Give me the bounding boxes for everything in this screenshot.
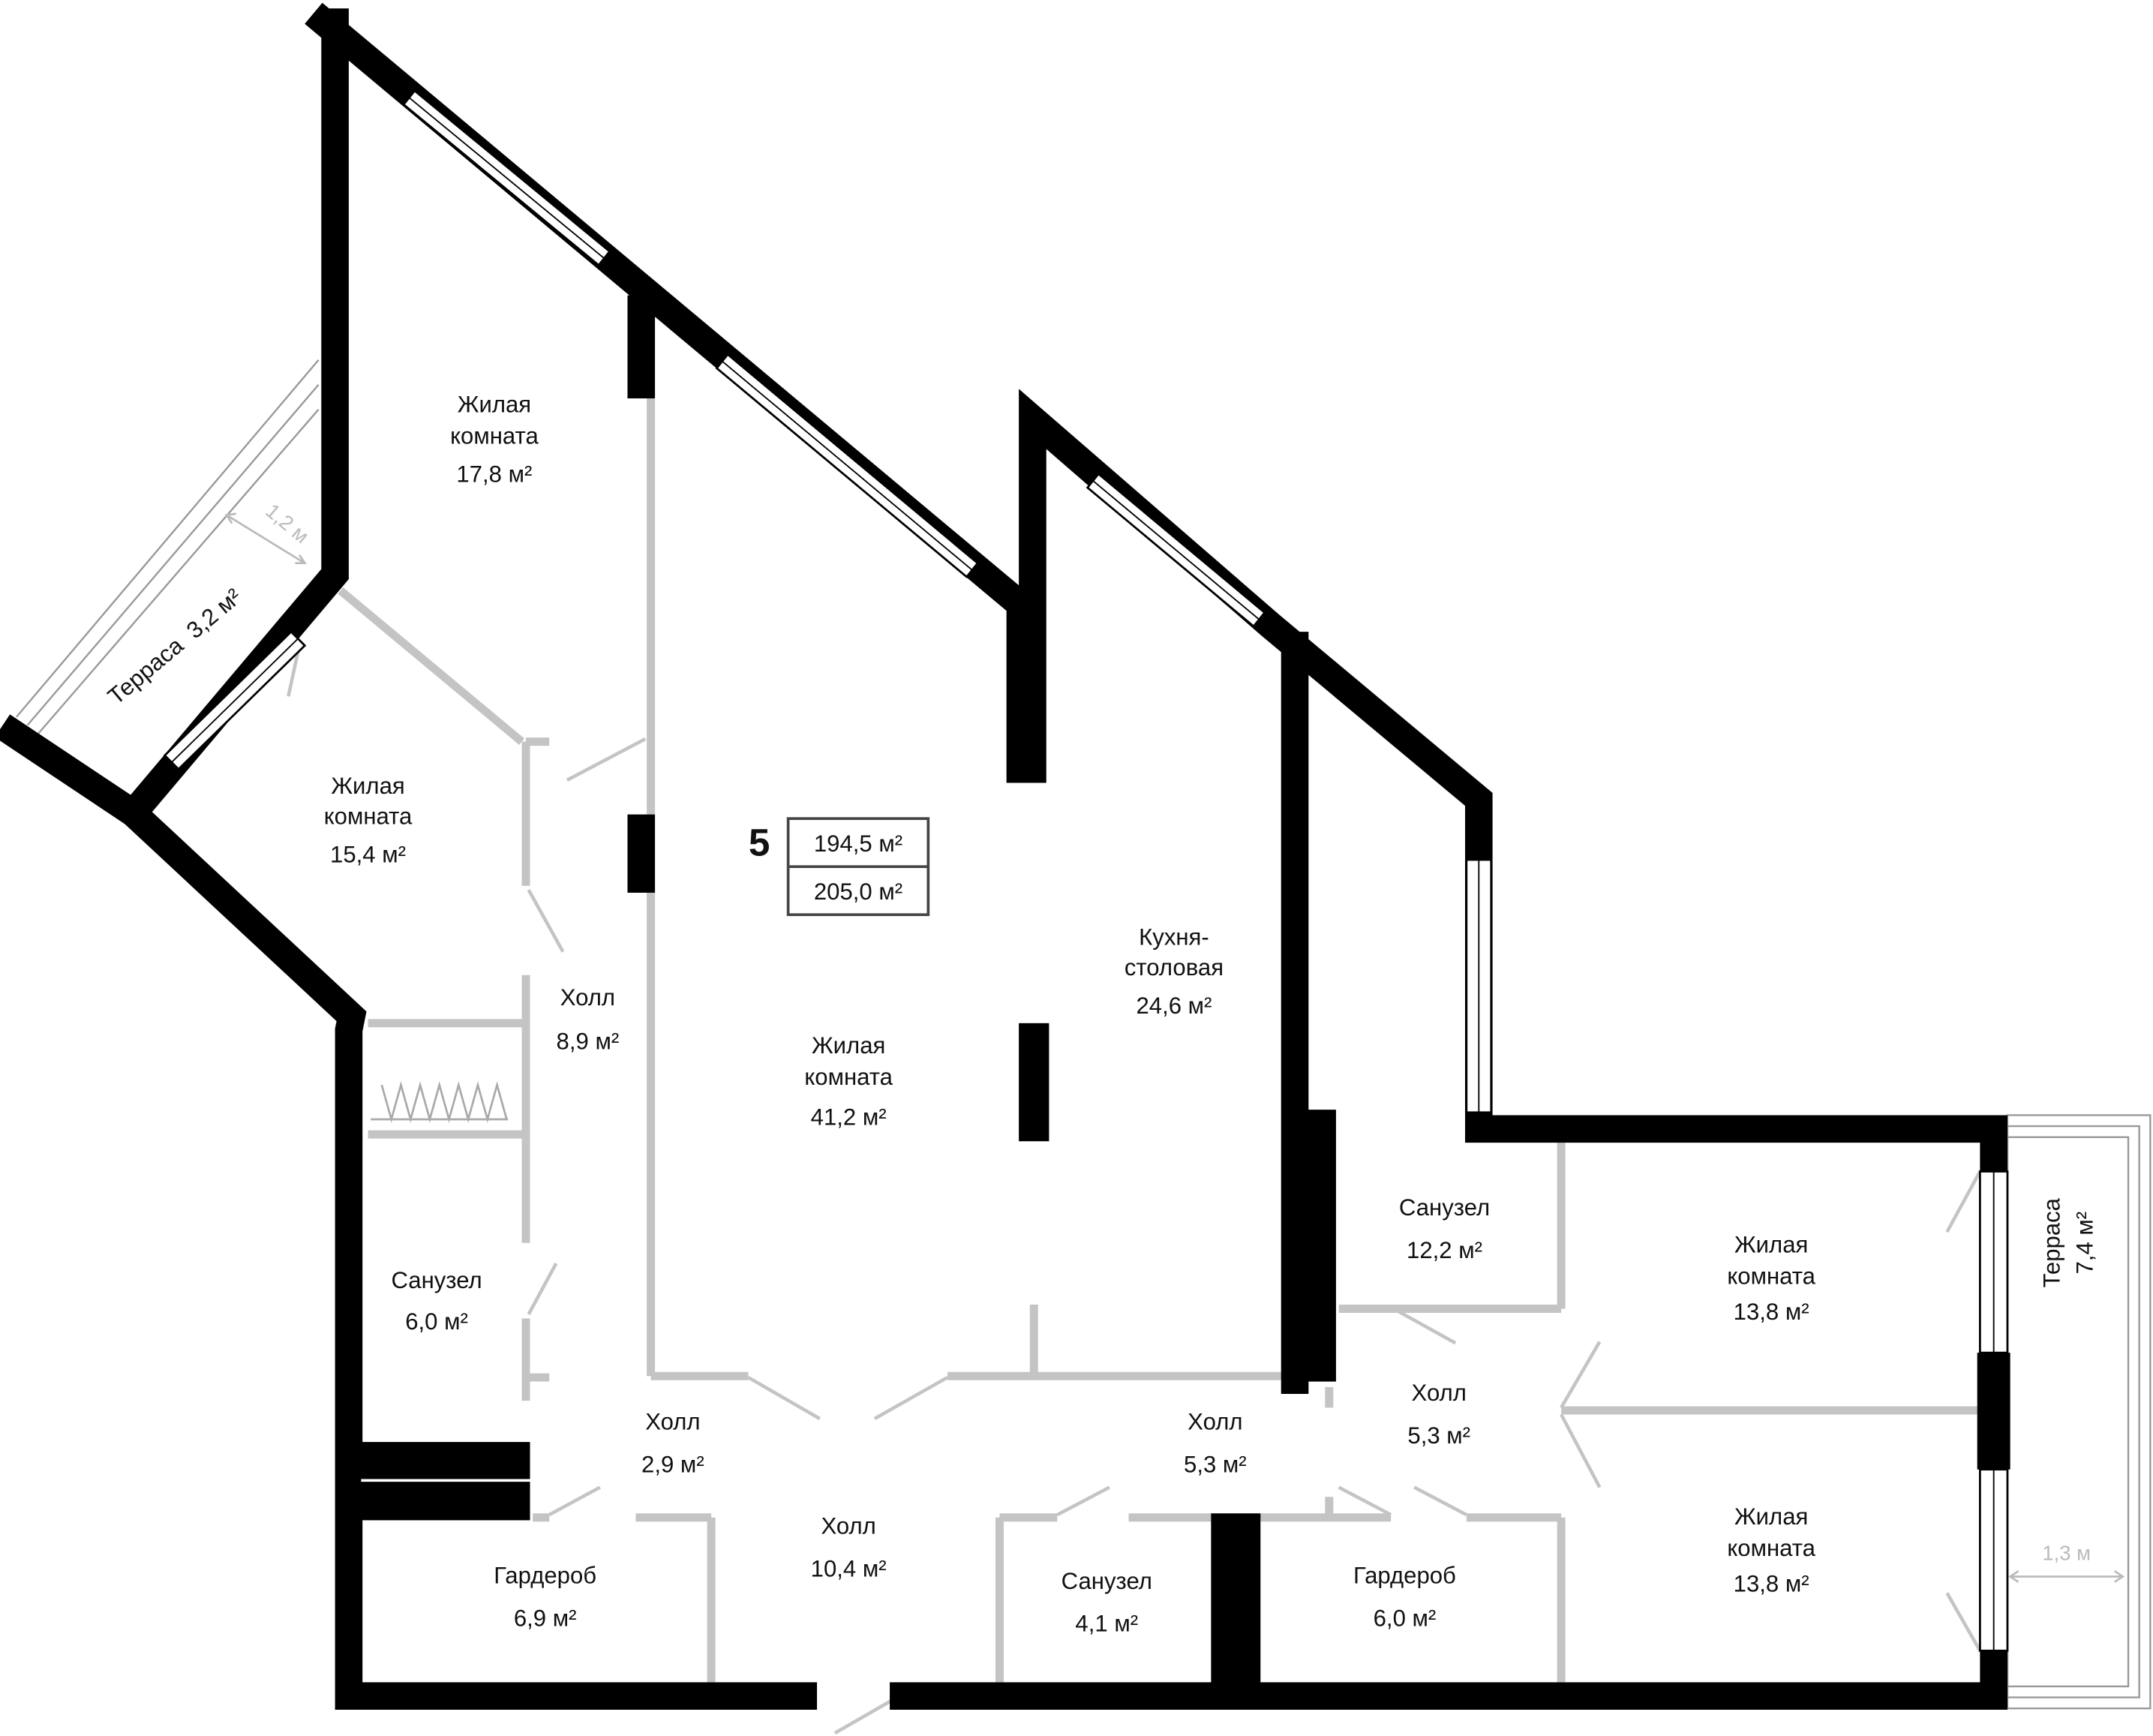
room-name: Холл xyxy=(560,984,615,1011)
room-name: комната xyxy=(1727,1263,1815,1290)
room-name: Холл xyxy=(1412,1380,1467,1406)
dimension-right: 1,3 м xyxy=(2008,1542,2125,1583)
room-area: 6,9 м² xyxy=(514,1605,577,1631)
room-area: 41,2 м² xyxy=(811,1104,887,1130)
total-area: 205,0 м² xyxy=(814,879,902,905)
windows xyxy=(163,89,2009,1652)
room-name: Жилая xyxy=(812,1032,885,1059)
apartment-number: 5 xyxy=(749,821,770,864)
room-labels: Жилая комната 17,8 м² Жилая комната 15,4… xyxy=(324,391,1816,1636)
terrace-left-railing xyxy=(16,359,320,734)
room-area: 6,0 м² xyxy=(1374,1605,1437,1631)
terrace-depth: 1,3 м xyxy=(2042,1542,2091,1565)
room-name: Санузел xyxy=(1399,1194,1490,1221)
door-swings xyxy=(287,644,1982,1735)
terrace-name: Терраса xyxy=(2039,1197,2065,1287)
room-area: 15,4 м² xyxy=(330,842,406,868)
room-area: 4,1 м² xyxy=(1075,1611,1138,1637)
room-area: 10,4 м² xyxy=(811,1555,887,1581)
room-area: 5,3 м² xyxy=(1407,1422,1470,1449)
room-name: Жилая xyxy=(1734,1503,1808,1530)
room-name: комната xyxy=(324,803,413,829)
room-name: Гардероб xyxy=(494,1563,596,1589)
room-name: Жилая xyxy=(331,773,404,799)
room-name: Холл xyxy=(1188,1409,1242,1435)
room-area: 13,8 м² xyxy=(1734,1299,1809,1325)
room-name: Санузел xyxy=(391,1267,482,1293)
room-area: 8,9 м² xyxy=(557,1029,620,1055)
room-name: Санузел xyxy=(1061,1568,1152,1594)
room-name: Холл xyxy=(821,1513,875,1539)
terrace-area: 7,4 м² xyxy=(2071,1212,2097,1275)
room-area: 17,8 м² xyxy=(456,461,532,488)
room-area: 6,0 м² xyxy=(405,1308,468,1335)
walls xyxy=(0,2,2010,1710)
room-name: комната xyxy=(804,1064,893,1090)
dimension-left: 1,2 м xyxy=(224,499,314,565)
terrace-area: 3,2 м² xyxy=(182,584,247,644)
wardrobe-hatch xyxy=(371,1081,509,1124)
room-area: 2,9 м² xyxy=(641,1451,704,1477)
terrace-right-label: Терраса 7,4 м² xyxy=(2039,1197,2098,1287)
room-name: Жилая xyxy=(1734,1231,1808,1257)
room-name: Гардероб xyxy=(1353,1563,1456,1589)
room-area: 13,8 м² xyxy=(1734,1571,1809,1597)
room-name: столовая xyxy=(1125,954,1224,981)
terrace-right-railing xyxy=(2006,1114,2151,1710)
room-area: 5,3 м² xyxy=(1184,1451,1247,1477)
room-name: Холл xyxy=(645,1409,700,1435)
room-name: Кухня- xyxy=(1139,924,1209,950)
room-name: комната xyxy=(1727,1535,1815,1561)
room-area: 24,6 м² xyxy=(1136,993,1212,1019)
room-area: 12,2 м² xyxy=(1407,1237,1482,1263)
room-name: Жилая xyxy=(458,391,531,417)
living-area: 194,5 м² xyxy=(814,830,902,857)
room-name: комната xyxy=(450,422,539,449)
